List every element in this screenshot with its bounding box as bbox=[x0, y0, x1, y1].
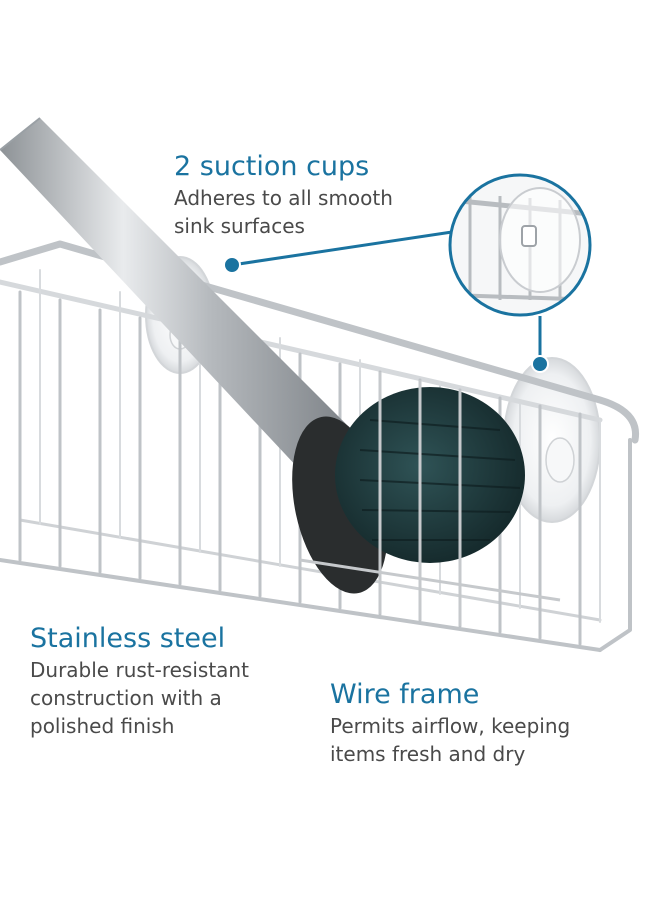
callout-heading: 2 suction cups bbox=[174, 151, 370, 182]
callout-stainless-steel: Stainless steel Durable rust-resistant c… bbox=[30, 622, 249, 740]
wire-basket bbox=[0, 240, 640, 652]
callout-pointer bbox=[223, 230, 549, 373]
callout-description-line: Durable rust-resistant bbox=[30, 658, 249, 682]
suction-cup-right bbox=[503, 357, 601, 523]
callout-description-line: construction with a bbox=[30, 686, 222, 710]
suction-cup-zoom bbox=[448, 173, 592, 317]
brush-head bbox=[292, 372, 561, 626]
callout-description-line: items fresh and dry bbox=[330, 742, 526, 766]
callout-wire-frame: Wire frame Permits airflow, keeping item… bbox=[330, 678, 570, 768]
callout-description-line: Adheres to all smooth bbox=[174, 186, 393, 210]
callout-description-line: polished finish bbox=[30, 714, 175, 738]
callout-suction-cups: 2 suction cups Adheres to all smooth sin… bbox=[174, 150, 393, 240]
callout-description-line: Permits airflow, keeping bbox=[330, 714, 571, 738]
callout-heading: Wire frame bbox=[330, 679, 480, 710]
callout-description-line: sink surfaces bbox=[174, 214, 305, 238]
callout-heading: Stainless steel bbox=[30, 623, 226, 654]
brush-handle bbox=[0, 117, 352, 470]
